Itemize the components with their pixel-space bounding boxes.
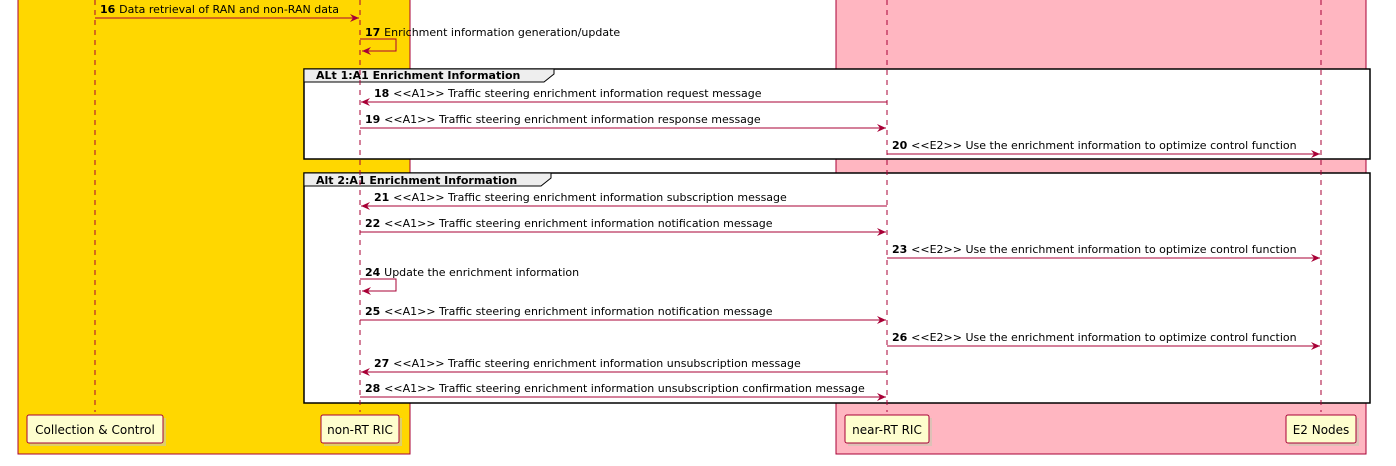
participant-nearrt: near-RT RIC bbox=[844, 414, 932, 446]
message-21-text: <<A1>> Traffic steering enrichment infor… bbox=[393, 191, 787, 204]
message-17: 17 Enrichment information generation/upd… bbox=[360, 26, 620, 55]
message-26: 26 <<E2>> Use the enrichment information… bbox=[887, 331, 1320, 350]
message-20-label: 20 <<E2>> Use the enrichment information… bbox=[892, 139, 1297, 152]
message-27-number: 27 bbox=[374, 357, 393, 370]
message-16-text: Data retrieval of RAN and non-RAN data bbox=[119, 3, 339, 16]
participant-nearrt-label: near-RT RIC bbox=[852, 423, 922, 437]
message-24-number: 24 bbox=[365, 266, 384, 279]
message-17-number: 17 bbox=[365, 26, 384, 39]
message-21-number: 21 bbox=[374, 191, 393, 204]
message-22-label: 22 <<A1>> Traffic steering enrichment in… bbox=[365, 217, 773, 230]
lifelines-overlay bbox=[94, 0, 1322, 412]
message-28-label: 28 <<A1>> Traffic steering enrichment in… bbox=[365, 382, 865, 395]
message-24-text: Update the enrichment information bbox=[384, 266, 579, 279]
message-26-label: 26 <<E2>> Use the enrichment information… bbox=[892, 331, 1297, 344]
message-28-text: <<A1>> Traffic steering enrichment infor… bbox=[384, 382, 865, 395]
message-19: 19 <<A1>> Traffic steering enrichment in… bbox=[360, 113, 886, 132]
message-25: 25 <<A1>> Traffic steering enrichment in… bbox=[360, 305, 886, 324]
alt-frame-2-tab bbox=[303, 172, 552, 187]
message-20-text: <<E2>> Use the enrichment information to… bbox=[911, 139, 1297, 152]
message-23-number: 23 bbox=[892, 243, 911, 256]
message-22: 22 <<A1>> Traffic steering enrichment in… bbox=[360, 217, 886, 236]
message-24-label: 24 Update the enrichment information bbox=[365, 266, 579, 279]
message-25-number: 25 bbox=[365, 305, 384, 318]
message-27-label: 27 <<A1>> Traffic steering enrichment in… bbox=[374, 357, 801, 370]
participant-nearrt-box bbox=[844, 414, 930, 444]
message-25-text: <<A1>> Traffic steering enrichment infor… bbox=[384, 305, 773, 318]
message-27-text: <<A1>> Traffic steering enrichment infor… bbox=[393, 357, 801, 370]
participant-nonrt-box bbox=[320, 414, 400, 444]
message-19-number: 19 bbox=[365, 113, 384, 126]
message-23-label: 23 <<E2>> Use the enrichment information… bbox=[892, 243, 1297, 256]
alt-frame-1: ALt 1:A1 Enrichment Information bbox=[303, 68, 1371, 160]
message-22-text: <<A1>> Traffic steering enrichment infor… bbox=[384, 217, 773, 230]
message-23-text: <<E2>> Use the enrichment information to… bbox=[911, 243, 1297, 256]
message-25-label: 25 <<A1>> Traffic steering enrichment in… bbox=[365, 305, 773, 318]
participant-e2-label: E2 Nodes bbox=[1293, 423, 1350, 437]
message-18-text: <<A1>> Traffic steering enrichment infor… bbox=[393, 87, 762, 100]
message-17-label: 17 Enrichment information generation/upd… bbox=[365, 26, 620, 39]
participants: Collection & Control non-RT RIC near-RT RI… bbox=[26, 414, 1359, 446]
participant-e2: E2 Nodes bbox=[1285, 414, 1359, 446]
message-16: 16 Data retrieval of RAN and non-RAN dat… bbox=[95, 3, 359, 22]
messages: 16 Data retrieval of RAN and non-RAN dat… bbox=[95, 3, 1320, 401]
alt-frame-2-box bbox=[303, 172, 1371, 404]
alt-frame-1-title: ALt 1:A1 Enrichment Information bbox=[316, 69, 520, 82]
alt-frame-2: Alt 2:A1 Enrichment Information bbox=[303, 172, 1371, 404]
message-17-text: Enrichment information generation/update bbox=[384, 26, 620, 39]
message-24-arrow bbox=[360, 278, 397, 295]
message-18-number: 18 bbox=[374, 87, 393, 100]
message-26-number: 26 bbox=[892, 331, 911, 344]
message-24: 24 Update the enrichment information bbox=[360, 266, 579, 295]
alt-frame-2-title: Alt 2:A1 Enrichment Information bbox=[316, 174, 517, 187]
participant-cc-label: Collection & Control bbox=[35, 423, 155, 437]
message-23: 23 <<E2>> Use the enrichment information… bbox=[887, 243, 1320, 262]
message-20: 20 <<E2>> Use the enrichment information… bbox=[887, 139, 1320, 158]
message-19-label: 19 <<A1>> Traffic steering enrichment in… bbox=[365, 113, 761, 126]
participant-cc: Collection & Control bbox=[26, 414, 166, 446]
message-18-label: 18 <<A1>> Traffic steering enrichment in… bbox=[374, 87, 762, 100]
participant-e2-box bbox=[1285, 414, 1357, 444]
message-21: 21 <<A1>> Traffic steering enrichment in… bbox=[361, 191, 887, 210]
participant-cc-box bbox=[26, 414, 164, 444]
participant-nonrt-label: non-RT RIC bbox=[327, 423, 393, 437]
alt-frame-1-box bbox=[303, 68, 1371, 160]
alt-frame-1-tab bbox=[303, 68, 555, 83]
message-19-text: <<A1>> Traffic steering enrichment infor… bbox=[384, 113, 761, 126]
participant-nonrt: non-RT RIC bbox=[320, 414, 402, 446]
message-17-arrow bbox=[360, 38, 397, 55]
message-18: 18 <<A1>> Traffic steering enrichment in… bbox=[361, 87, 887, 106]
message-16-label: 16 Data retrieval of RAN and non-RAN dat… bbox=[100, 3, 339, 16]
message-26-text: <<E2>> Use the enrichment information to… bbox=[911, 331, 1297, 344]
message-20-number: 20 bbox=[892, 139, 911, 152]
message-21-label: 21 <<A1>> Traffic steering enrichment in… bbox=[374, 191, 787, 204]
message-27: 27 <<A1>> Traffic steering enrichment in… bbox=[361, 357, 887, 376]
message-16-number: 16 bbox=[100, 3, 119, 16]
message-22-number: 22 bbox=[365, 217, 384, 230]
message-28-number: 28 bbox=[365, 382, 384, 395]
message-28: 28 <<A1>> Traffic steering enrichment in… bbox=[360, 382, 886, 401]
